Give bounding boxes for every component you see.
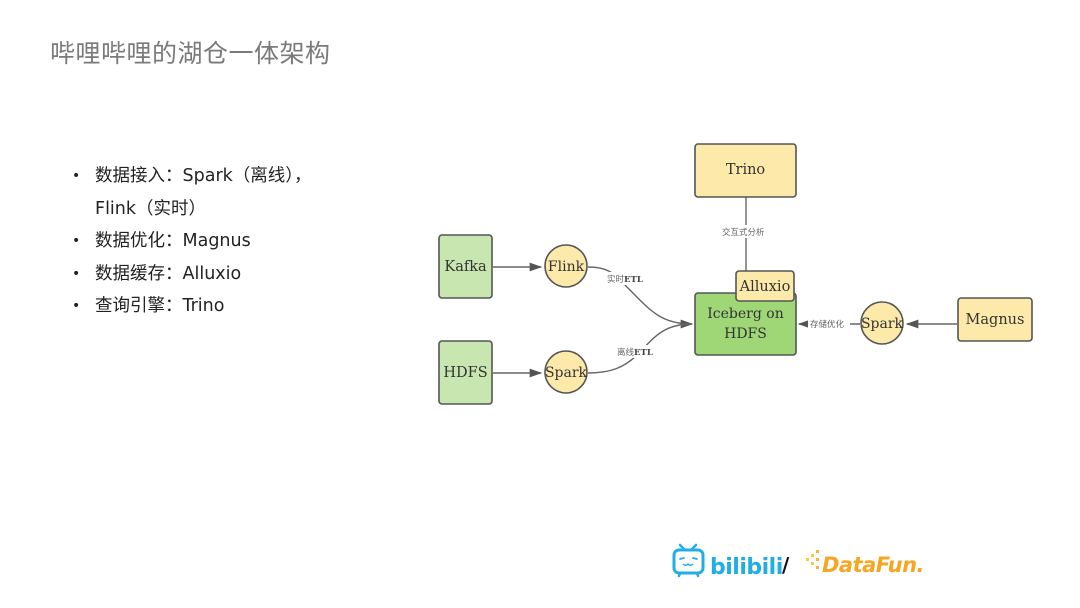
edge-flink-iceberg — [587, 266, 694, 329]
bullet-text: 数据接入：Spark（离线）， — [95, 166, 312, 186]
slide-title: 哔哩哔哩的湖仓一体架构 — [50, 39, 331, 68]
datafun-dots-icon — [806, 550, 819, 569]
bilibili-wordmark: bilibili — [710, 555, 783, 580]
bullet-dot-icon: • — [72, 168, 81, 184]
node-trino: Trino — [694, 143, 797, 198]
bullet-text: 查询引擎：Trino — [95, 296, 225, 316]
datafun-wordmark: DataFun. — [822, 553, 924, 577]
svg-text:Alluxio: Alluxio — [739, 279, 791, 295]
svg-text:Iceberg on: Iceberg on — [707, 306, 783, 322]
edge-label-storage-opt: 存储优化 — [810, 319, 845, 330]
edge-label-interactive: 交互式分析 — [722, 227, 765, 238]
svg-text:Spark: Spark — [545, 365, 588, 381]
bullet-dot-icon: • — [72, 265, 81, 282]
node-magnus: Magnus — [957, 297, 1033, 342]
svg-text:HDFS: HDFS — [443, 365, 487, 381]
svg-text:HDFS: HDFS — [724, 326, 767, 342]
bullet-text: 数据缓存：Alluxio — [95, 263, 242, 284]
bullet-item: • 数据接入：Spark（离线）， — [72, 160, 312, 193]
bullet-item: • 数据优化：Magnus — [72, 225, 312, 258]
edge-label-bg — [614, 345, 657, 358]
bullet-text: Flink（实时） — [95, 198, 207, 219]
bullet-dot-icon: • — [72, 233, 81, 249]
bilibili-logo: bilibili — [672, 543, 783, 580]
edge-label-bg — [720, 225, 772, 238]
svg-text:Flink: Flink — [548, 259, 585, 275]
edge-label-realtime-etl: 实时ETL — [607, 274, 643, 285]
datafun-logo: DataFun. — [806, 550, 925, 577]
logo-separator: / — [782, 553, 790, 577]
bullet-item: • 查询引擎：Trino — [72, 290, 312, 323]
svg-text:Spark: Spark — [861, 316, 904, 332]
node-hdfs: HDFS — [438, 340, 493, 405]
bullet-dot-icon: • — [72, 298, 81, 314]
node-kafka: Kafka — [438, 234, 493, 299]
svg-text:Kafka: Kafka — [444, 259, 487, 275]
bullet-text: 数据优化：Magnus — [95, 231, 251, 251]
svg-text:Trino: Trino — [726, 162, 765, 178]
node-spark-optimize: Spark — [860, 301, 904, 345]
edge-label-offline-etl: 离线ETL — [617, 347, 653, 358]
node-iceberg-on-hdfs: Iceberg on HDFS — [694, 292, 797, 356]
svg-text:Magnus: Magnus — [966, 312, 1025, 328]
node-alluxio: Alluxio — [735, 270, 795, 302]
bilibili-tv-icon — [672, 543, 705, 578]
edge-label-bg — [604, 272, 646, 285]
bullet-item: • 数据缓存：Alluxio — [72, 258, 312, 291]
bullet-list: • 数据接入：Spark（离线）， Flink（实时） • 数据优化：Magnu… — [72, 160, 312, 323]
edge-label-bg — [808, 317, 850, 330]
bullet-item-continuation: Flink（实时） — [72, 193, 312, 226]
node-spark-ingest: Spark — [544, 350, 588, 394]
node-flink: Flink — [544, 244, 588, 288]
